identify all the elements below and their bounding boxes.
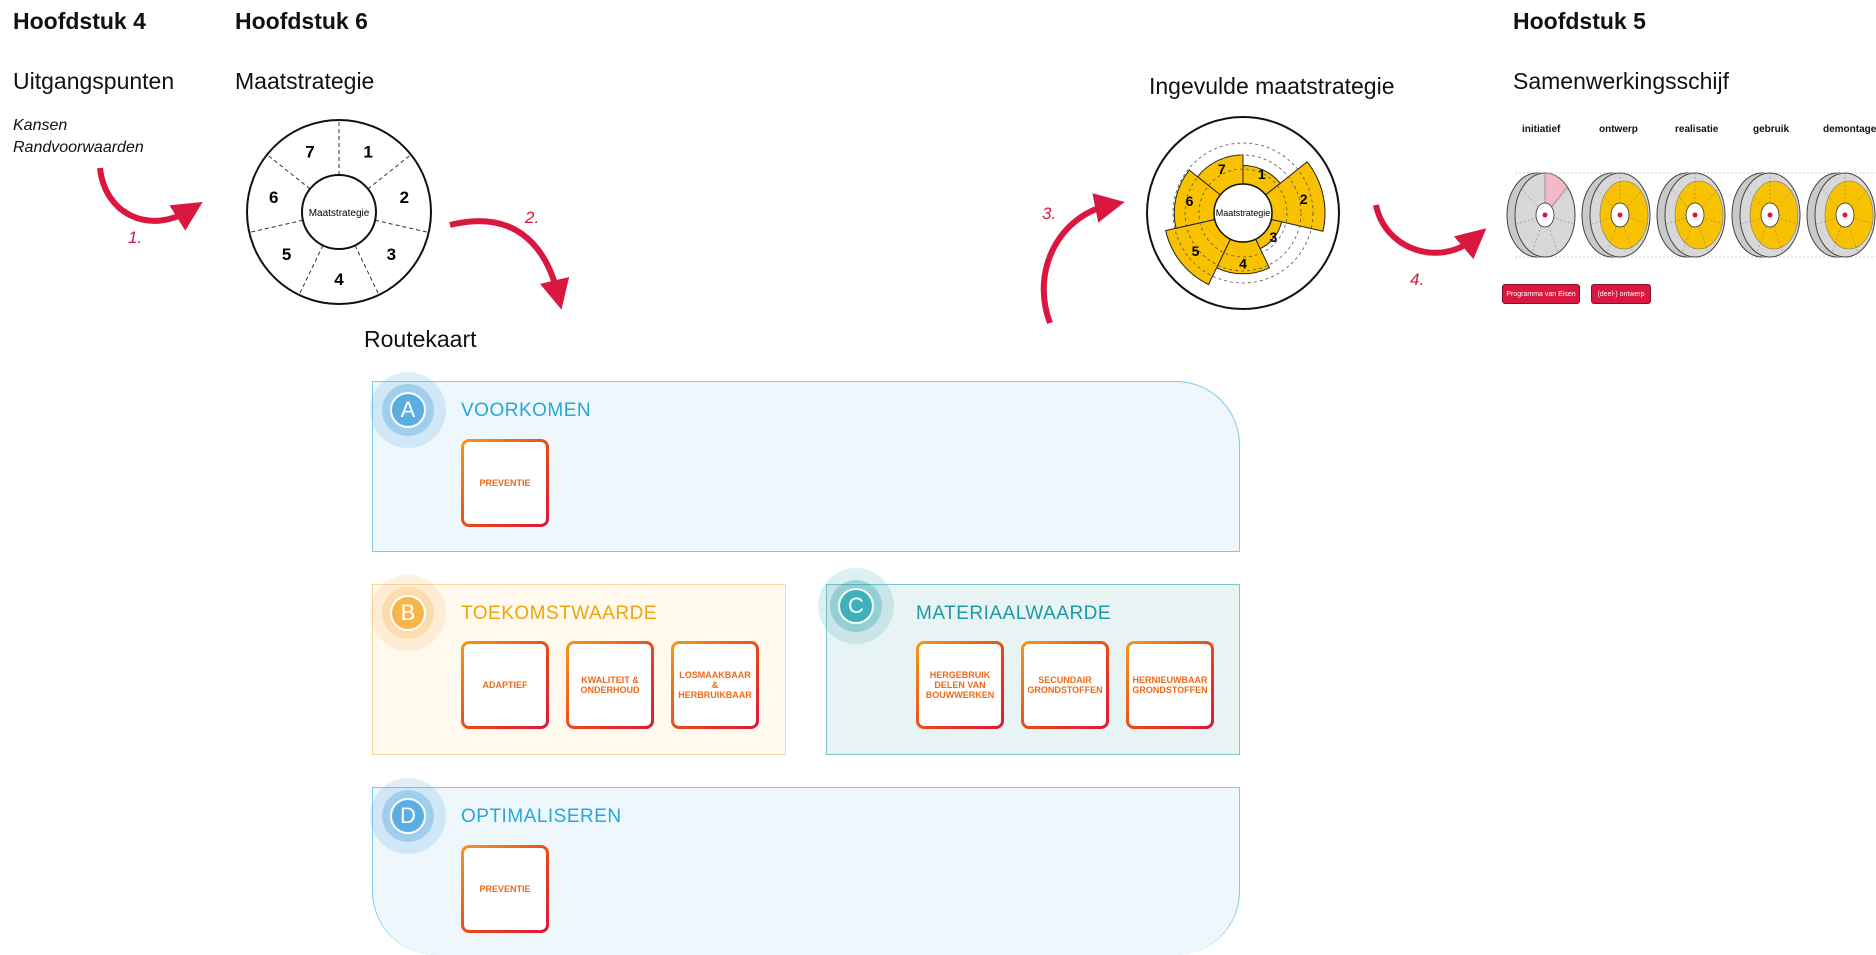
arrow-2 <box>449 218 570 310</box>
section-c-badge: C <box>818 568 894 644</box>
chapter-6-subtitle: Maatstrategie <box>235 68 375 94</box>
filled-wheel-segment-label: 3 <box>1269 229 1277 245</box>
step-label-1: 1. <box>128 228 143 247</box>
section-c-title: MATERIAALWAARDE <box>916 603 1112 624</box>
wheel-divider <box>266 154 311 190</box>
wheel-divider <box>354 245 380 296</box>
wheel-divider <box>367 154 412 190</box>
arrow-1 <box>97 167 203 231</box>
filled-wheel-segment-label: 5 <box>1192 243 1200 259</box>
filled-wheel-guide-ring <box>1184 154 1302 272</box>
wheel-segment-label: 5 <box>282 245 291 264</box>
phase-realisatie: realisatie <box>1675 124 1719 135</box>
section-b-title: TOEKOMSTWAARDE <box>461 603 657 624</box>
chapter-5-title: Hoofdstuk 5 <box>1513 8 1646 34</box>
wheel-divider <box>249 219 304 233</box>
filled-wheel-segment-label: 1 <box>1258 166 1266 182</box>
step-label-2: 2. <box>525 208 540 227</box>
filled-wheel-segment-label: 6 <box>1186 193 1194 209</box>
wheel-center-label: Maatstrategie <box>309 208 370 219</box>
disc-divider <box>1619 214 1634 253</box>
phase-demontage: demontage <box>1823 124 1876 135</box>
wheel-segment-label: 7 <box>305 143 314 162</box>
wheel-segment-label: 1 <box>363 143 372 162</box>
card-hergebruik-delen[interactable]: HERGEBRUIK DELEN VAN BOUWWERKEN <box>916 641 1004 729</box>
deel-ontwerp-button[interactable]: (deel-) ontwerp <box>1591 284 1651 304</box>
routekaart-title: Routekaart <box>364 326 477 352</box>
arrow-3 <box>1040 193 1125 325</box>
filled-wheel-center <box>1213 183 1273 243</box>
phase-ontwerp: ontwerp <box>1599 124 1638 135</box>
wheel-center <box>301 174 377 250</box>
disc-center-dot <box>1842 212 1848 218</box>
section-d-badge: D <box>370 778 446 854</box>
filled-wheel-guide-ring <box>1198 168 1288 258</box>
card-losmaakbaar-herbruikbaar[interactable]: LOSMAAKBAAR & HERBRUIKBAAR <box>671 641 759 729</box>
disc-divider <box>1544 214 1559 253</box>
disc-divider <box>1531 214 1546 253</box>
collaboration-discs <box>1506 172 1876 258</box>
disc-divider <box>1756 214 1771 253</box>
card-hernieuwbaar-grondstoffen[interactable]: HERNIEUWBAAR GRONDSTOFFEN <box>1126 641 1214 729</box>
chapter-6-title: Hoofdstuk 6 <box>235 8 368 34</box>
disc-center-dot <box>1692 212 1698 218</box>
disc-divider <box>1606 214 1621 253</box>
wheel-divider <box>374 219 429 233</box>
step-label-4: 4. <box>1410 270 1425 289</box>
filled-wheel-segment-label: 7 <box>1218 161 1226 177</box>
disc-divider <box>1694 214 1709 253</box>
card-secundair-grondstoffen[interactable]: SECUNDAIR GRONDSTOFFEN <box>1021 641 1109 729</box>
chapter-4-subtitle: Uitgangspunten <box>13 68 175 94</box>
disc-divider <box>1681 214 1696 253</box>
chapter-4-title: Hoofdstuk 4 <box>13 8 146 34</box>
filled-wheel-segment-label: 4 <box>1239 255 1247 271</box>
card-preventie-d[interactable]: PREVENTIE <box>461 845 549 933</box>
chapter-4-note-kansen: Kansen <box>13 117 68 134</box>
disc-center-dot <box>1542 212 1548 218</box>
card-preventie-a[interactable]: PREVENTIE <box>461 439 549 527</box>
filled-strategy-title: Ingevulde maatstrategie <box>1149 73 1395 99</box>
card-kwaliteit-onderhoud[interactable]: KWALITEIT & ONDERHOUD <box>566 641 654 729</box>
phase-initiatief: initiatief <box>1522 124 1561 135</box>
wheel-segment-label: 3 <box>387 245 396 264</box>
section-a-badge: A <box>370 372 446 448</box>
wheel-segment-label: 2 <box>400 188 409 207</box>
wheel-segment-label: 6 <box>269 188 278 207</box>
section-b-badge: B <box>370 575 446 651</box>
section-a-title: VOORKOMEN <box>461 400 592 421</box>
disc-divider <box>1769 214 1784 253</box>
disc-divider <box>1844 214 1859 253</box>
arrow-4 <box>1373 204 1487 260</box>
filled-wheel-center-label: Maatstrategie <box>1216 208 1271 218</box>
disc-center-dot <box>1767 212 1773 218</box>
disc-center-dot <box>1617 212 1623 218</box>
chapter-5-subtitle: Samenwerkingsschijf <box>1513 68 1730 94</box>
section-d-title: OPTIMALISEREN <box>461 806 622 827</box>
disc-divider <box>1831 214 1846 253</box>
wheel-segment-label: 4 <box>334 270 344 289</box>
filled-wheel-segment-label: 2 <box>1300 191 1308 207</box>
phase-gebruik: gebruik <box>1753 124 1790 135</box>
card-adaptief[interactable]: ADAPTIEF <box>461 641 549 729</box>
filled-wheel-guide-ring <box>1172 142 1314 284</box>
programma-van-eisen-button[interactable]: Programma van Eisen <box>1502 284 1580 304</box>
maatstrategie-wheel: Maatstrategie 7 1 2 3 4 5 6 <box>246 119 432 305</box>
wheel-divider <box>298 245 324 296</box>
chapter-4-note-randvoorwaarden: Randvoorwaarden <box>13 139 144 156</box>
step-label-3: 3. <box>1042 204 1057 223</box>
